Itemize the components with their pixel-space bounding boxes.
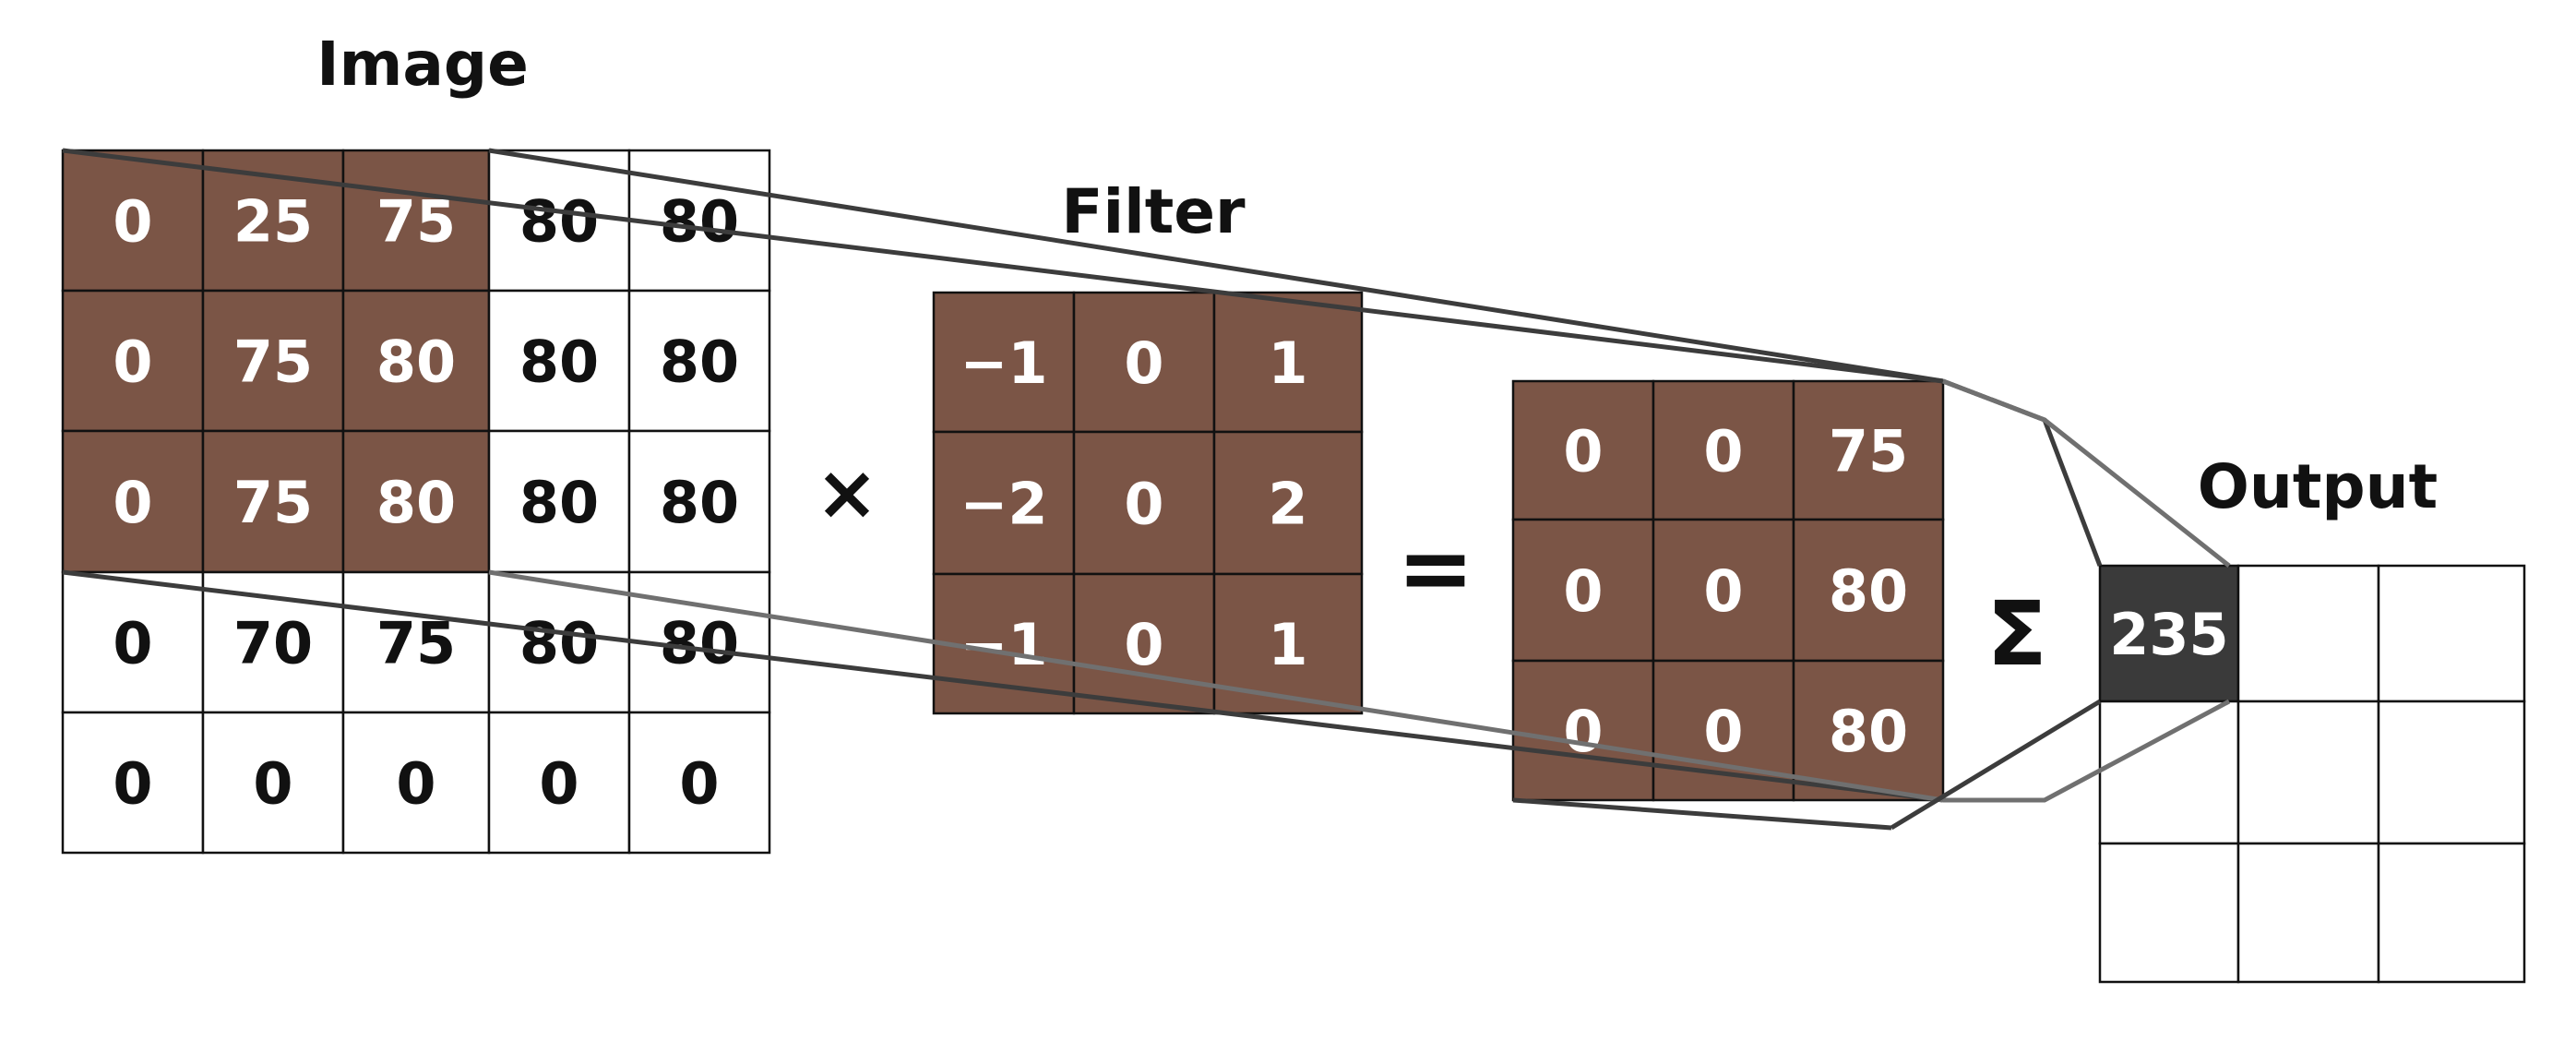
image-cell: [341, 149, 491, 293]
filter-cell: [1212, 291, 1364, 434]
image-cell-value: 0: [113, 328, 152, 395]
image-cell-value: 80: [660, 187, 739, 255]
filter-cell: [932, 291, 1076, 434]
image-cell-value: 0: [679, 749, 719, 817]
image-cell-value: 80: [660, 609, 739, 676]
image-cell-value: 75: [233, 328, 313, 395]
image-cell-value: 80: [660, 328, 739, 395]
multiply-sign: ×: [816, 449, 879, 537]
product-cell-value: 0: [1563, 417, 1603, 485]
filter-cell-value: −1: [960, 611, 1047, 678]
image-cell: [627, 429, 771, 574]
product-cell: [1511, 379, 1655, 521]
product-cell: [1652, 379, 1795, 521]
product-cell: [1792, 659, 1945, 802]
sum-sign: Σ: [1986, 582, 2047, 686]
filter-cell-value: 0: [1124, 611, 1163, 678]
filter-cell-value: −1: [960, 329, 1047, 397]
product-cell-value: 80: [1829, 698, 1908, 765]
output-cell: [2236, 564, 2380, 703]
output-title: Output: [2198, 451, 2438, 522]
product-cell-value: 0: [1703, 417, 1743, 485]
connector-line: [62, 148, 1944, 384]
filter-cell-value: 1: [1268, 611, 1307, 678]
output-grid: 235: [2098, 564, 2526, 984]
product-cell: [1511, 659, 1655, 802]
image-cell: [487, 711, 631, 855]
filter-title: Filter: [1061, 176, 1246, 247]
equals-sign: =: [1397, 514, 1474, 622]
product-cell-value: 75: [1829, 417, 1908, 485]
image-to-product-connectors: [62, 148, 1944, 803]
image-cell: [341, 711, 491, 855]
filter-cell: [1072, 291, 1216, 434]
image-cell-value: 80: [519, 469, 599, 536]
image-cell-value: 80: [376, 328, 456, 395]
image-cell: [627, 711, 771, 855]
image-cell-value: 80: [519, 187, 599, 255]
connector-line: [1512, 797, 1892, 831]
image-cell-value: 0: [113, 749, 152, 817]
image-cell: [201, 149, 345, 293]
product-cell: [1792, 379, 1945, 521]
connector-line: [1943, 699, 2231, 803]
image-cell-value: 0: [253, 749, 292, 817]
image-cell-value: 0: [113, 469, 152, 536]
connector-line: [488, 148, 1944, 384]
filter-cell-value: −2: [960, 470, 1047, 537]
filter-cell: [1212, 430, 1364, 576]
filter-cell-value: 1: [1268, 329, 1307, 397]
image-cell-value: 0: [396, 749, 435, 817]
filter-grid: −1 0 1 −2 0 2 −1 0 1: [932, 291, 1364, 715]
connector-line: [1942, 378, 2231, 568]
image-cell-value: 75: [376, 609, 456, 676]
product-cell-value: 80: [1829, 557, 1908, 625]
product-cell-value: 0: [1563, 557, 1603, 625]
filter-cell-value: 0: [1124, 470, 1163, 537]
image-cell-value: 0: [113, 187, 152, 255]
image-cell-value: 80: [519, 609, 599, 676]
output-cell: [2377, 700, 2526, 845]
image-cell-value: 0: [539, 749, 578, 817]
product-to-output-connectors: [1512, 378, 2231, 831]
image-cell: [61, 570, 205, 714]
image-title: Image: [316, 29, 529, 100]
output-cell: [2236, 700, 2380, 845]
image-cell-value: 80: [376, 469, 456, 536]
image-cell: [61, 149, 205, 293]
image-cell-value: 75: [233, 469, 313, 536]
output-cell: [2377, 564, 2526, 703]
output-cell: [2098, 842, 2240, 984]
output-cell: [2236, 842, 2380, 984]
output-cell: [2377, 842, 2526, 984]
connector-line: [62, 569, 1944, 803]
image-cell: [341, 289, 491, 433]
image-cell: [61, 711, 205, 855]
filter-cell-value: 0: [1124, 329, 1163, 397]
product-cell: [1652, 518, 1795, 663]
image-cell: [341, 429, 491, 574]
image-cell: [487, 289, 631, 433]
filter-cell-value: 2: [1268, 470, 1307, 537]
image-cell: [487, 429, 631, 574]
connector-line: [1890, 699, 2102, 831]
image-cell-value: 70: [233, 609, 313, 676]
product-cell-value: 0: [1703, 698, 1743, 765]
connector-line: [488, 569, 1944, 803]
output-cell: [2098, 700, 2240, 845]
image-cell-value: 25: [233, 187, 313, 255]
product-cell: [1792, 518, 1945, 663]
output-cell-value: 235: [2109, 601, 2228, 668]
image-cell: [627, 289, 771, 433]
product-cell-value: 0: [1703, 557, 1743, 625]
image-cell-value: 80: [660, 469, 739, 536]
image-cell-value: 0: [113, 609, 152, 676]
image-cell-value: 80: [519, 328, 599, 395]
image-cell: [201, 429, 345, 574]
image-cell: [341, 570, 491, 714]
